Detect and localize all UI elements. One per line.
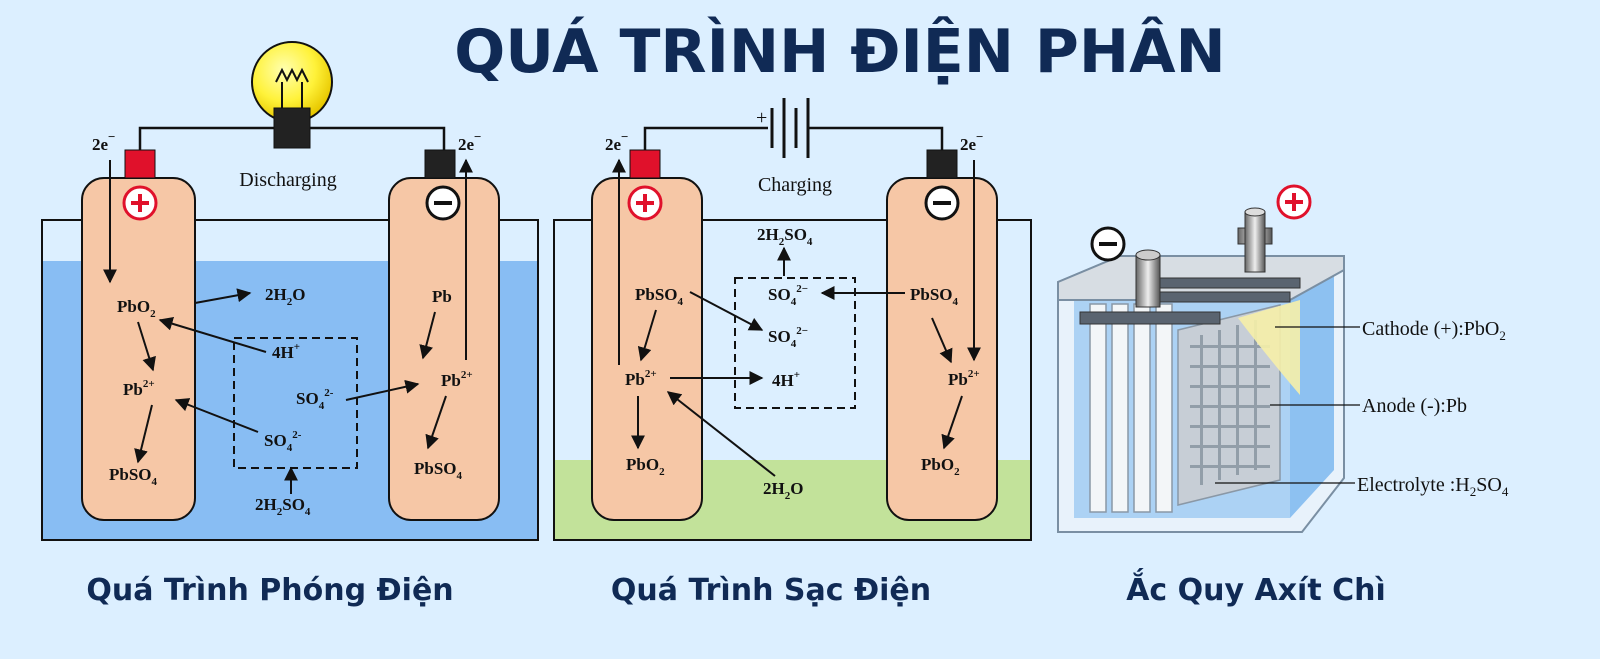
positive-post	[1237, 207, 1273, 273]
charge-pb2-right: Pb2+	[948, 368, 980, 389]
discharge-h2so4: 2H2SO4	[255, 495, 311, 518]
discharge-arrow-so4-pb	[345, 379, 420, 401]
charge-caption: Quá Trình Sạc Điện	[611, 573, 931, 608]
discharge-negative-terminal	[424, 149, 456, 179]
discharge-arrow-so4-leftpb	[174, 398, 259, 433]
charge-positive-terminal	[629, 149, 661, 179]
plus-icon	[627, 185, 663, 221]
charge-arrow-pbso4-so4	[689, 291, 764, 331]
discharge-arrow-pb-pbso4	[134, 404, 153, 464]
negative-post	[1135, 249, 1161, 308]
discharge-so4-a: SO42-	[296, 387, 334, 412]
page-title: QUÁ TRÌNH ĐIỆN PHÂN	[454, 15, 1226, 87]
charge-electron-left: 2e−	[605, 129, 628, 154]
discharge-tank	[41, 219, 539, 541]
discharge-arrow-h2o	[194, 288, 252, 304]
battery-caption: Ắc Quy Axít Chì	[1126, 568, 1386, 608]
charge-2h2o: 2H2O	[763, 479, 803, 502]
discharge-so4-b: SO42-	[264, 429, 302, 454]
minus-icon	[924, 185, 960, 221]
charge-reaction-zone	[734, 277, 856, 409]
charge-h2so4: 2H2SO4	[757, 225, 813, 248]
charge-pbso4-right: PbSO4	[910, 285, 959, 308]
discharge-arrow-4h	[158, 316, 267, 353]
minus-icon	[425, 185, 461, 221]
discharge-pbso4-left: PbSO4	[109, 465, 158, 488]
discharge-process-label: Discharging	[239, 169, 336, 191]
plate-grid	[1190, 320, 1270, 485]
light-bulb-icon	[251, 41, 333, 149]
discharge-pbo2: PbO2	[117, 297, 156, 320]
discharge-arrow-pb2-pbso4	[425, 395, 447, 450]
charge-4h: 4H+	[772, 369, 800, 390]
discharge-pb-right: Pb	[432, 287, 452, 306]
discharge-pbso4-right: PbSO4	[414, 459, 463, 482]
charge-tank	[553, 219, 1032, 541]
discharge-4h: 4H+	[272, 341, 300, 362]
discharge-caption: Quá Trình Phóng Điện	[86, 573, 453, 608]
charge-arrow-pbso4-pb	[637, 309, 657, 362]
charge-panel: + Charging 2e− 2e− PbSO4 Pb2+ PbO2 2H2SO…	[553, 98, 1032, 608]
discharge-2h2o: 2H2O	[265, 285, 305, 308]
charge-process-label: Charging	[758, 174, 832, 196]
discharge-positive-terminal	[124, 149, 156, 179]
plus-icon	[1276, 184, 1312, 220]
cathode-label: Cathode (+):PbO2	[1362, 318, 1506, 343]
charge-arrow-pbso4-pb-right	[931, 317, 953, 364]
discharge-electron-right: 2e−	[458, 129, 481, 154]
battery-source-icon	[770, 98, 810, 158]
discharge-pb2-left: Pb2+	[123, 378, 155, 399]
charge-pbso4-left: PbSO4	[635, 285, 684, 308]
charge-arrow-h2o-pb	[666, 391, 776, 477]
charge-wire	[643, 126, 944, 150]
charge-pb2-left: Pb2+	[625, 368, 657, 389]
discharge-panel: Discharging 2e− 2e− PbO2 Pb2+ PbSO4 2H2O…	[41, 41, 539, 608]
charge-so4-a: SO42−	[768, 283, 808, 308]
discharge-arrow-pbo2-pb	[137, 321, 156, 372]
charge-negative-terminal	[926, 149, 958, 179]
anode-label: Anode (-):Pb	[1362, 395, 1467, 417]
plus-icon	[122, 185, 158, 221]
battery-source-plus: +	[756, 107, 767, 129]
charge-arrow-pb-pbo2-right	[941, 395, 963, 450]
minus-icon	[1090, 226, 1126, 262]
discharge-electron-left: 2e−	[92, 129, 115, 154]
charge-pbo2-right: PbO2	[921, 455, 960, 478]
lead-acid-battery-illustration: Cathode (+):PbO2 Anode (-):Pb Electrolyt…	[1057, 184, 1509, 608]
electrolyte-label: Electrolyte :H2SO4	[1357, 474, 1509, 499]
charge-so4-b: SO42−	[768, 325, 808, 350]
discharge-arrow-pb-pb2	[419, 311, 436, 360]
charge-pbo2-left: PbO2	[626, 455, 665, 478]
discharge-pb2-right: Pb2+	[441, 369, 473, 390]
charge-electron-right: 2e−	[960, 129, 983, 154]
